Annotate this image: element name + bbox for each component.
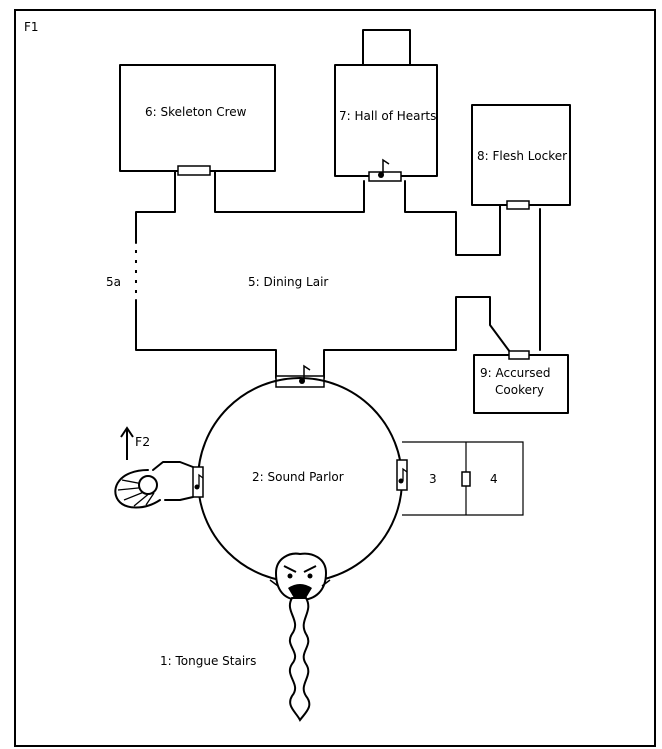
room-6-skeleton-crew[interactable]: 6: Skeleton Crew <box>119 64 276 176</box>
door-room-9[interactable] <box>508 350 530 360</box>
room-9-label-line2: Cookery <box>495 383 544 397</box>
door-room-2-west[interactable] <box>192 466 204 498</box>
room-9-accursed-cookery[interactable]: 9: Accursed Cookery <box>473 350 569 414</box>
music-note-icon <box>378 158 390 178</box>
room-4-label: 4 <box>490 472 498 486</box>
room-2-label: 2: Sound Parlor <box>252 470 344 484</box>
room-3-label: 3 <box>429 472 437 486</box>
door-room-6[interactable] <box>177 165 211 176</box>
rooms-3-4[interactable]: 3 4 <box>402 441 524 516</box>
monster-face-icon <box>269 552 331 602</box>
room-1-label: 1: Tongue Stairs <box>160 654 256 668</box>
door-room-8[interactable] <box>506 200 530 210</box>
arrow-up-icon <box>120 426 134 460</box>
room-8-label: 8: Flesh Locker <box>477 149 567 163</box>
room-7-hall-of-hearts[interactable]: 7: Hall of Hearts <box>334 29 438 182</box>
music-note-icon <box>398 467 408 484</box>
floor-label: F1 <box>24 20 39 34</box>
room-1-tongue-stairs[interactable]: 1: Tongue Stairs <box>160 552 331 722</box>
music-note-icon <box>299 364 311 384</box>
map-frame <box>14 9 656 747</box>
spiral-stairs[interactable]: F2 <box>114 426 194 509</box>
room-5-dining-lair[interactable]: 5a 5: Dining Lair <box>106 170 511 388</box>
door-room-7[interactable] <box>368 171 402 182</box>
stair-label: F2 <box>135 434 150 449</box>
room-6-label: 6: Skeleton Crew <box>145 105 247 119</box>
music-note-icon <box>194 473 204 490</box>
tongue-stairs-path[interactable] <box>289 597 311 722</box>
room-2-sound-parlor[interactable]: 2: Sound Parlor <box>192 377 408 583</box>
room-7-label: 7: Hall of Hearts <box>339 109 436 123</box>
room-5a-label: 5a <box>106 275 121 289</box>
room-9-label-line1: 9: Accursed <box>480 366 550 380</box>
room-5-label: 5: Dining Lair <box>248 275 328 289</box>
door-room-2-east[interactable] <box>396 459 408 491</box>
room-8-flesh-locker[interactable]: 8: Flesh Locker <box>471 104 571 210</box>
